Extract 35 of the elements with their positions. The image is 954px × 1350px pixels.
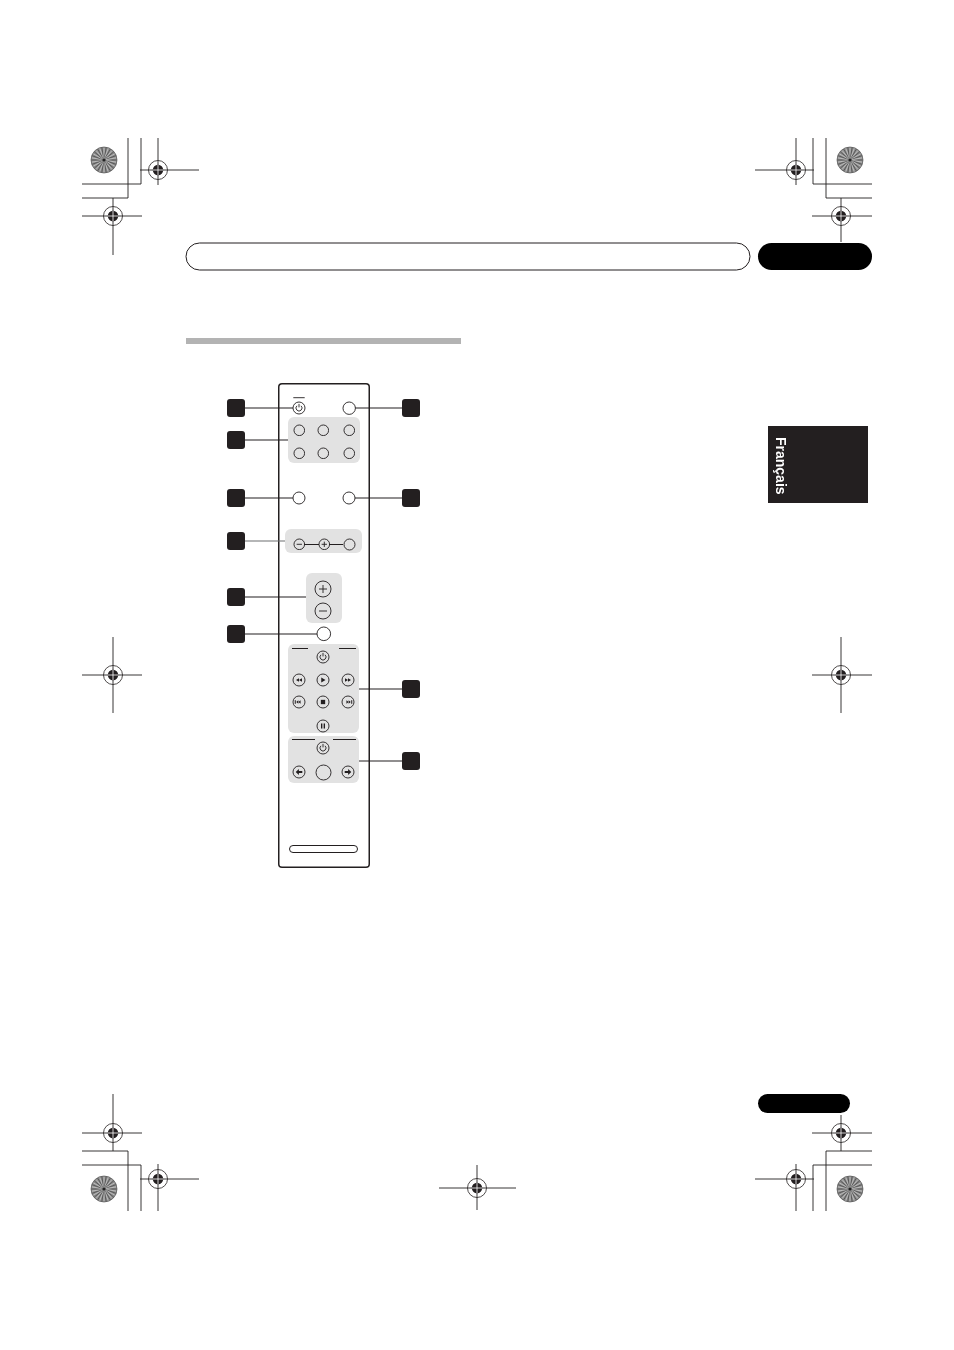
leader-line xyxy=(244,633,318,635)
round-key-icon xyxy=(292,491,306,505)
button-panel xyxy=(285,529,362,553)
callout-marker xyxy=(402,399,420,417)
callout-marker xyxy=(227,431,245,449)
tab-label: Français xyxy=(773,437,789,495)
leader-line xyxy=(244,407,294,409)
button-panel xyxy=(288,736,359,783)
leader-line xyxy=(354,497,403,499)
callout-marker xyxy=(227,489,245,507)
callout-marker xyxy=(227,588,245,606)
round-key-icon xyxy=(316,626,332,642)
callout-marker xyxy=(227,399,245,417)
button-panel xyxy=(306,573,342,623)
leader-line xyxy=(354,407,403,409)
leader-line xyxy=(244,497,294,499)
power-icon xyxy=(292,397,306,415)
round-key-icon xyxy=(341,400,357,416)
callout-marker xyxy=(227,532,245,550)
leader-line xyxy=(358,760,403,762)
callout-marker xyxy=(402,752,420,770)
leader-line xyxy=(358,688,403,690)
button-panel xyxy=(288,417,360,463)
leader-line xyxy=(244,540,286,542)
page-number-tab xyxy=(758,1094,850,1113)
chapter-tab xyxy=(758,243,872,270)
callout-marker xyxy=(402,680,420,698)
leader-line xyxy=(244,439,289,441)
remote-body xyxy=(278,383,370,868)
leader-line xyxy=(244,596,307,598)
callout-marker xyxy=(402,489,420,507)
round-key-icon xyxy=(342,491,356,505)
callout-marker xyxy=(227,625,245,643)
button-panel xyxy=(288,644,359,733)
language-tab xyxy=(768,426,868,503)
